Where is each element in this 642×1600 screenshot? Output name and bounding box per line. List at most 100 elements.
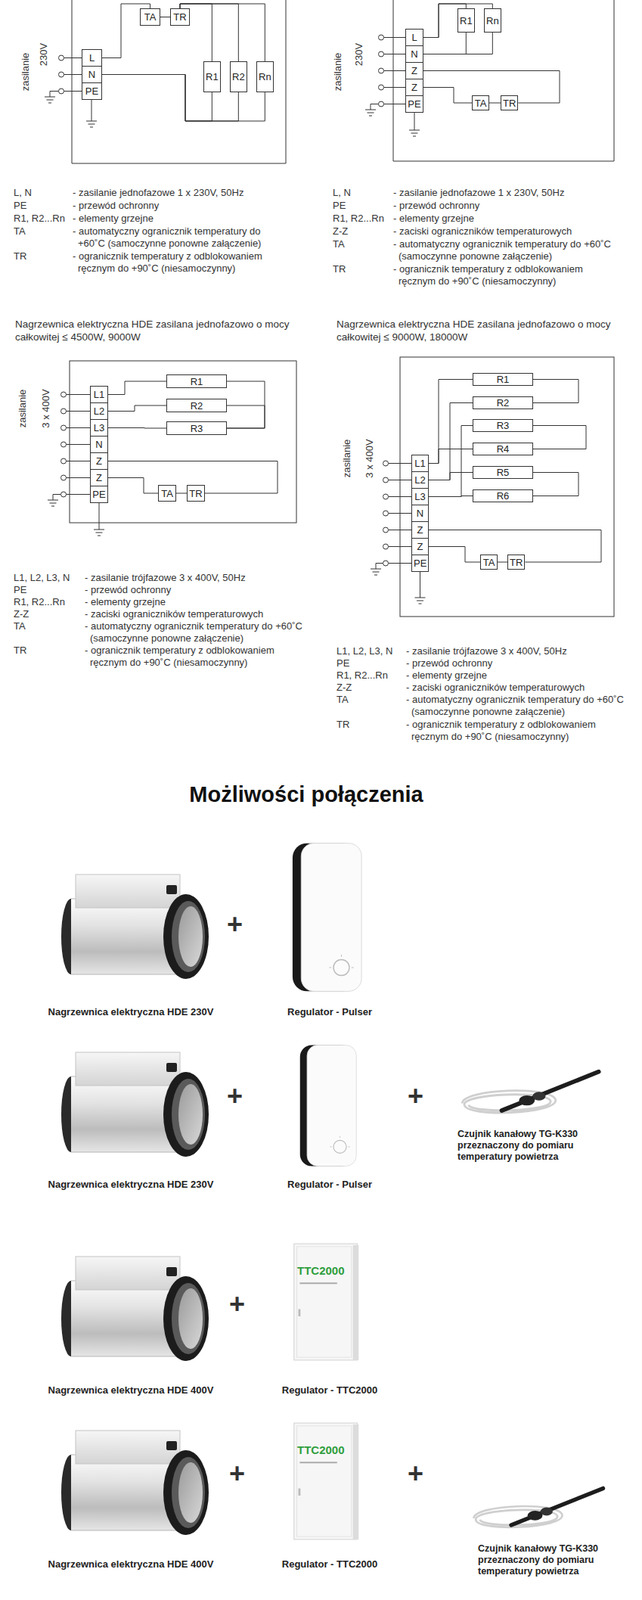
wire bbox=[533, 472, 579, 497]
terminal: Z bbox=[411, 521, 429, 539]
legend-text: - zasilanie jednofazowe 1 x 230V, 50Hz bbox=[393, 186, 622, 199]
legend-text: - przewód ochronny bbox=[406, 657, 630, 670]
node-label: R2 bbox=[232, 71, 246, 83]
terminal: L1 bbox=[411, 454, 429, 472]
legend-key: Z-Z bbox=[336, 681, 352, 694]
wire bbox=[423, 71, 560, 104]
terminal-point bbox=[383, 460, 389, 466]
node-label: TR bbox=[509, 556, 523, 568]
legend-text: - zaciski ograniczników temperaturowych bbox=[406, 681, 630, 694]
node-label: PE bbox=[85, 85, 99, 97]
wire bbox=[160, 16, 171, 18]
legend-key: R1, R2...Rn bbox=[13, 595, 66, 608]
heating-element: R2 bbox=[229, 61, 248, 93]
node-label: R3 bbox=[190, 422, 204, 435]
legend-key: PE bbox=[332, 199, 346, 212]
terminal: PE bbox=[411, 554, 429, 572]
legend-text: - elementy grzejne bbox=[406, 669, 630, 682]
wire bbox=[423, 32, 466, 55]
terminal-point bbox=[61, 424, 67, 431]
plus-sign: + bbox=[226, 1082, 243, 1110]
legend-key: PE bbox=[13, 199, 27, 212]
node-label: N bbox=[88, 68, 96, 81]
ground-symbol bbox=[47, 494, 62, 507]
legend-key: TR bbox=[13, 644, 27, 657]
terminal-point bbox=[383, 493, 389, 500]
terminal-point bbox=[61, 458, 67, 464]
node-label: Rn bbox=[258, 71, 272, 83]
housing-frame bbox=[400, 356, 615, 617]
plus-sign: + bbox=[226, 910, 243, 938]
regulator-photo bbox=[300, 1045, 357, 1167]
cabinet-photo bbox=[294, 1243, 360, 1360]
legend-text: - elementy grzejne bbox=[84, 595, 314, 608]
legend-text: - ogranicznik temperatury z odblokowanie… bbox=[84, 644, 314, 669]
node-label: L bbox=[411, 31, 417, 44]
plus-sign: + bbox=[229, 1290, 246, 1318]
supply-label: zasilanie bbox=[341, 439, 354, 478]
supply-label: 230V bbox=[353, 43, 366, 66]
terminal: Z bbox=[405, 78, 424, 97]
legend-key: TR bbox=[13, 250, 27, 263]
node-label: R6 bbox=[496, 490, 510, 502]
supply-label: zasilanie bbox=[19, 52, 32, 92]
housing-frame bbox=[71, 0, 286, 164]
legend-key: R1, R2...Rn bbox=[332, 212, 385, 225]
terminal: N bbox=[89, 435, 109, 453]
legend-key: Z-Z bbox=[13, 607, 29, 621]
node-label: Z bbox=[411, 81, 418, 94]
terminal-point bbox=[378, 84, 385, 90]
node-label: L3 bbox=[93, 421, 105, 434]
node-label: PE bbox=[413, 557, 427, 569]
heating-element: R3 bbox=[166, 421, 227, 435]
node-label: TR bbox=[502, 97, 516, 109]
sensor-photo bbox=[462, 1071, 599, 1113]
supply-label: zasilanie bbox=[16, 389, 29, 428]
node-label: Z bbox=[96, 471, 103, 484]
terminal-point bbox=[61, 491, 67, 497]
ground-symbol bbox=[86, 99, 97, 128]
legend-text: - zaciski ograniczników temperaturowych bbox=[84, 607, 314, 621]
legend-text: - przewód ochronny bbox=[393, 199, 622, 212]
wire bbox=[428, 379, 473, 464]
legend-key: TA bbox=[336, 693, 349, 706]
supply-lead bbox=[66, 394, 91, 495]
legend-key: TA bbox=[13, 225, 26, 238]
node-label: TR bbox=[173, 11, 187, 23]
terminal: N bbox=[405, 45, 424, 63]
node-label: R1 bbox=[496, 373, 510, 385]
legend-key: TR bbox=[336, 718, 350, 731]
wire bbox=[423, 32, 493, 55]
wire bbox=[428, 449, 473, 464]
brand-text: TTC2000 bbox=[297, 1264, 345, 1277]
legend-text: - ogranicznik temperatury z odblokowanie… bbox=[406, 718, 630, 743]
node-label: Rn bbox=[486, 15, 500, 27]
terminal: PE bbox=[89, 485, 109, 503]
product-caption: Czujnik kanałowy TG-K330 przeznaczony do… bbox=[457, 1128, 598, 1163]
terminal-point bbox=[378, 34, 385, 41]
node-label: L1 bbox=[414, 457, 425, 469]
diagram-title: Nagrzewnica elektryczna HDE zasilana jed… bbox=[15, 317, 307, 344]
wire bbox=[108, 381, 167, 395]
product-caption: Regulator - Pulser bbox=[231, 1178, 428, 1191]
legend-text: - elementy grzejne bbox=[393, 212, 622, 225]
terminal-point bbox=[378, 68, 385, 74]
wire bbox=[108, 427, 167, 429]
section-title: Możliwości połączenia bbox=[155, 780, 458, 808]
legend-text: - automatyczny ogranicznik temperatury d… bbox=[72, 225, 290, 250]
legend-text: - zaciski ograniczników temperaturowych bbox=[393, 225, 622, 238]
wire bbox=[423, 3, 493, 38]
terminal: PE bbox=[405, 95, 424, 113]
terminal: L bbox=[81, 49, 103, 67]
product-caption: Nagrzewnica elektryczna HDE 230V bbox=[32, 1005, 230, 1018]
terminal: N bbox=[81, 65, 103, 84]
wire bbox=[428, 425, 473, 497]
legend-key: L, N bbox=[13, 186, 32, 199]
product-caption: Nagrzewnica elektryczna HDE 400V bbox=[32, 1557, 230, 1570]
terminal: L1 bbox=[89, 385, 109, 404]
heating-element: Rn bbox=[256, 61, 274, 93]
supply-label: 230V bbox=[37, 43, 50, 66]
ground-symbol bbox=[415, 571, 426, 604]
product-caption: Nagrzewnica elektryczna HDE 230V bbox=[32, 1178, 230, 1191]
supply-lead bbox=[388, 463, 413, 564]
